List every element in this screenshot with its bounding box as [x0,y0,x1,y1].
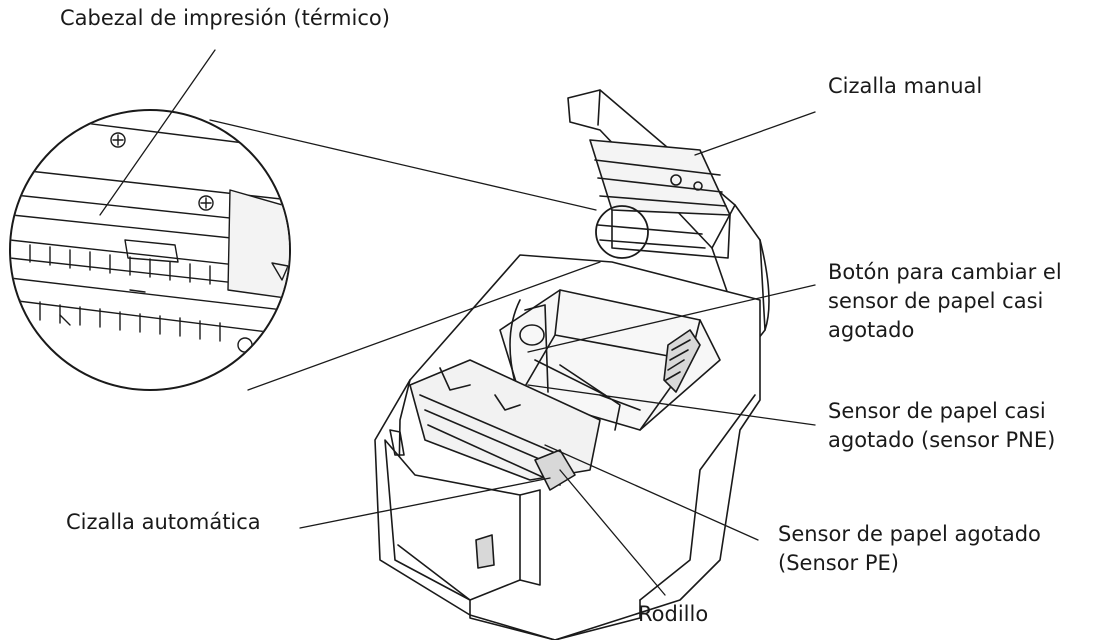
callout-auto-cutter [299,477,551,529]
manual-cutter-block [589,139,731,216]
screw [110,132,126,148]
label-auto-cutter: Cizalla automática [66,510,261,534]
screw [198,195,214,211]
screw [693,181,703,191]
auto-cutter-area [409,359,601,481]
label-pne-button: Botón para cambiar el sensor de papel ca… [828,260,1062,342]
callout-pne-sensor [527,384,816,426]
print-head-detail [9,109,601,391]
printer-body [374,89,770,640]
label-pne-sensor: Sensor de papel casi agotado (sensor PNE… [828,399,1056,452]
front-button [475,534,495,569]
label-print-head: Cabezal de impresión (térmico) [60,6,390,30]
label-pe-sensor: Sensor de papel agotado (Sensor PE) [778,522,1041,575]
pne-button-shape [519,324,545,346]
callout-print-head [99,49,216,216]
label-manual-cutter: Cizalla manual [828,74,983,98]
callout-manual-cutter [694,111,816,156]
print-head-zoom-circle [595,205,649,259]
callout-pe-sensor [544,444,759,541]
callout-lines [99,49,816,596]
roller [534,449,576,491]
callout-pne-button [527,284,816,353]
screw [670,174,682,186]
label-roller: Rodillo [638,602,709,626]
callout-roller [559,469,666,596]
